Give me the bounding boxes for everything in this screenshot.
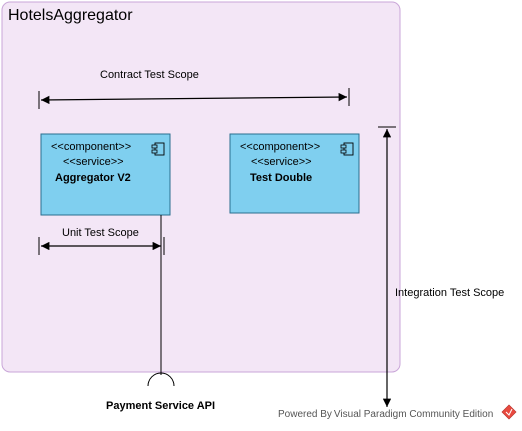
- component-box: [229, 133, 360, 214]
- component-icon: [151, 142, 165, 156]
- component-icon: [340, 142, 354, 156]
- interface-label: Payment Service API: [106, 400, 215, 412]
- component-name: Aggregator V2: [55, 172, 131, 184]
- unit-scope-label: Unit Test Scope: [62, 227, 139, 239]
- interface-socket: [147, 372, 175, 387]
- payment-service-api-interface[interactable]: Payment Service API: [106, 215, 215, 412]
- component-test-double[interactable]: <<component>> <<service>> Test Double: [229, 133, 360, 214]
- container-title: HotelsAggregator: [8, 7, 133, 24]
- unit-test-scope[interactable]: Unit Test Scope: [38, 227, 165, 255]
- integration-test-scope[interactable]: Integration Test Scope: [378, 126, 504, 407]
- service-stereotype: <<service>>: [63, 156, 124, 168]
- powered-by-footer: Powered By Visual Paradigm Community Edi…: [278, 404, 517, 420]
- integration-scope-label: Integration Test Scope: [395, 287, 504, 299]
- component-aggregator-v2[interactable]: <<component>> <<service>> Aggregator V2: [40, 133, 171, 216]
- component-box: [40, 133, 171, 216]
- visual-paradigm-logo-icon: [501, 404, 517, 420]
- component-stereotype: <<component>>: [51, 141, 131, 153]
- component-stereotype: <<component>>: [240, 141, 320, 153]
- contract-scope-arrow: [40, 92, 348, 105]
- contract-scope-label: Contract Test Scope: [100, 69, 199, 81]
- component-name: Test Double: [250, 172, 312, 184]
- footer-text: Powered By Visual Paradigm Community Edi…: [278, 409, 493, 420]
- contract-test-scope[interactable]: Contract Test Scope: [38, 69, 350, 109]
- service-stereotype: <<service>>: [251, 156, 312, 168]
